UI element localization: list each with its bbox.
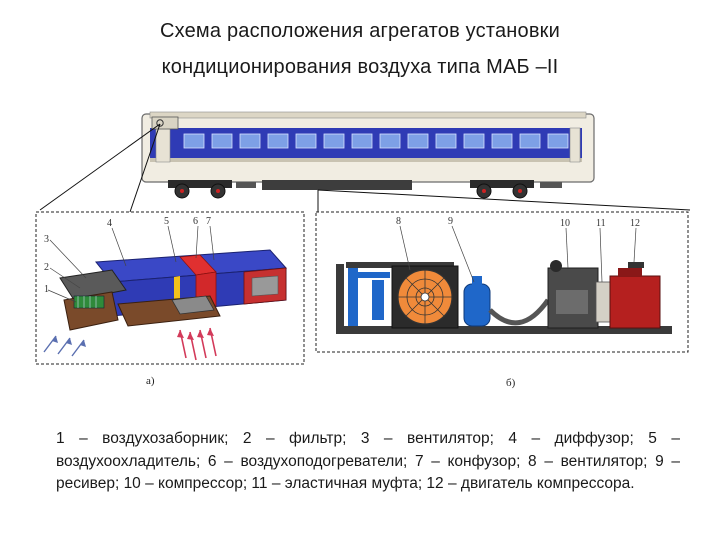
- car-window: [239, 133, 261, 149]
- panel-a: 1 2 3 4 5 6 7: [35, 211, 305, 365]
- wheel-hub: [180, 189, 184, 193]
- callout-number: 3: [44, 234, 49, 245]
- frame-post: [336, 264, 344, 328]
- callout-number: 5: [164, 216, 169, 227]
- bogie-right: [470, 180, 534, 199]
- motor-bracket: [628, 262, 644, 268]
- wheel-hub: [216, 189, 220, 193]
- diagram-canvas: 1 2 3 4 5 6 7: [35, 111, 691, 389]
- car-window: [519, 133, 541, 149]
- car-window: [211, 133, 233, 149]
- diagram-title-line-1: Схема расположения агрегатов установки: [159, 20, 561, 42]
- motor-terminal-box: [618, 268, 642, 276]
- coolant-pipe: [350, 272, 390, 278]
- leader-line-left: [129, 123, 161, 213]
- frame-rail: [346, 262, 454, 268]
- callout-number: 1: [44, 284, 49, 295]
- callout-number: 7: [206, 216, 211, 227]
- car-window: [351, 133, 373, 149]
- panel-b-label: б): [506, 377, 516, 389]
- wheel-hub: [518, 189, 522, 193]
- recirculated-air-arrows: [177, 327, 217, 361]
- coolant-pipe: [348, 268, 358, 326]
- compressor-motor: [609, 275, 661, 329]
- callout-number: 10: [560, 218, 570, 229]
- confuser-outlet: [251, 275, 279, 297]
- coolant-pipe: [372, 280, 384, 320]
- panel-b: 8 9 10 11 12: [315, 211, 689, 353]
- car-window: [491, 133, 513, 149]
- callout-number: 9: [448, 216, 453, 227]
- car-window: [323, 133, 345, 149]
- elastic-coupling: [595, 281, 611, 323]
- roof-fan-icon: [156, 119, 164, 127]
- panel-a-label: а): [146, 375, 155, 387]
- diagram-title-line-2: кондиционирования воздуха типа МАБ –II: [161, 56, 559, 78]
- car-windows: [183, 133, 569, 149]
- air-intake-grille: [73, 295, 105, 309]
- callout-number: 2: [44, 262, 49, 273]
- car-window: [435, 133, 457, 149]
- callout-number: 6: [193, 216, 198, 227]
- car-roof: [149, 111, 587, 119]
- compressor-head: [556, 290, 588, 314]
- callout-number: 12: [630, 218, 640, 229]
- car-window: [183, 133, 205, 149]
- leader-line-right: [317, 189, 691, 211]
- car-trim: [150, 158, 582, 162]
- wheel-hub: [482, 189, 486, 193]
- underframe-equipment: [262, 180, 412, 190]
- car-window: [379, 133, 401, 149]
- fresh-air-arrows: [43, 335, 86, 357]
- brake-cylinder: [540, 182, 562, 188]
- leader-line-left: [39, 123, 161, 211]
- car-window: [407, 133, 429, 149]
- recirculation-grille: [171, 295, 215, 315]
- car-window: [463, 133, 485, 149]
- callout-number: 8: [396, 216, 401, 227]
- receiver-tank: [463, 283, 491, 327]
- passenger-car: [141, 111, 595, 199]
- car-door-left: [155, 127, 171, 163]
- car-window: [295, 133, 317, 149]
- callout-number: 4: [107, 218, 112, 229]
- car-door-right: [569, 127, 581, 163]
- compressor-valve: [550, 260, 562, 272]
- brake-cylinder: [236, 182, 256, 188]
- callout-number: 11: [596, 218, 606, 229]
- car-window: [267, 133, 289, 149]
- receiver-valve: [472, 276, 482, 286]
- legend-caption: 1 – воздухозаборник; 2 – фильтр; 3 – вен…: [56, 430, 680, 492]
- bogie-left: [168, 180, 232, 199]
- unit-base-frame: [336, 326, 672, 334]
- refrigerant-line: [488, 298, 551, 326]
- car-window: [547, 133, 569, 149]
- fan-hub: [420, 292, 430, 302]
